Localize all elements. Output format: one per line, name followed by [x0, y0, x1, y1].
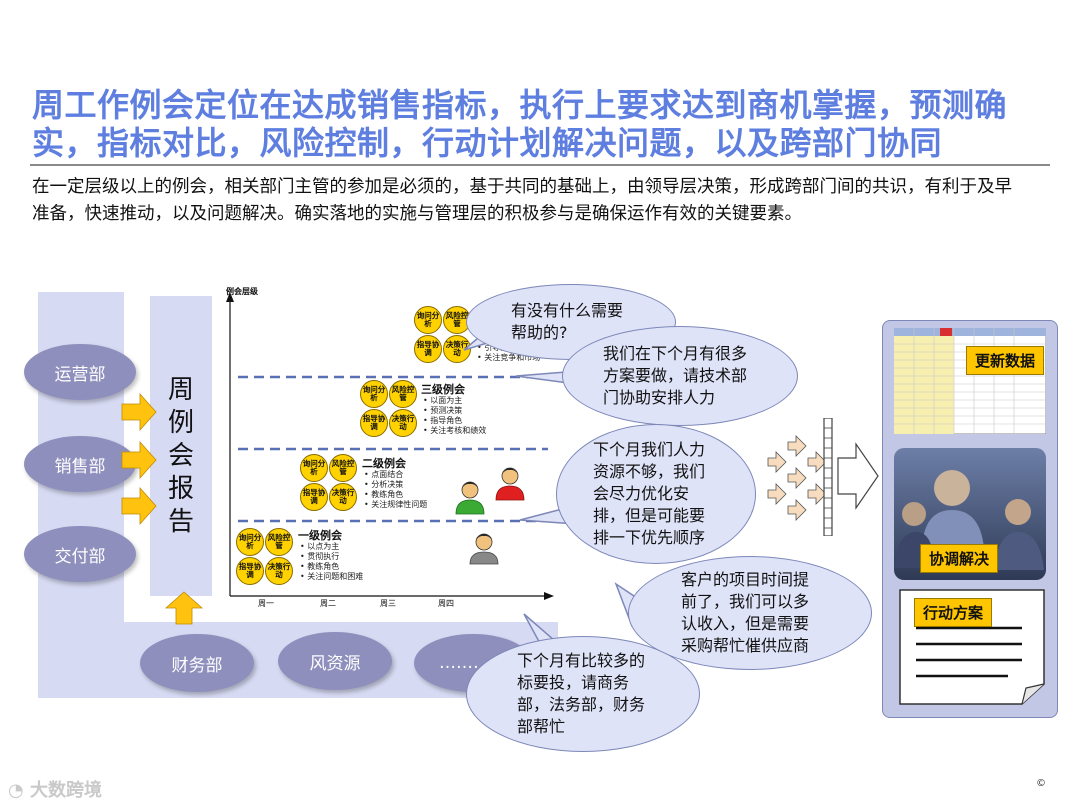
department-finance[interactable]: 财务部	[140, 634, 254, 692]
petal-decision-action: 决策行动	[389, 409, 417, 437]
right-arrow-icon	[122, 488, 156, 524]
title-divider	[30, 164, 1050, 166]
weekly-report-char: 例	[168, 407, 194, 440]
chart-y-label: 例会层级	[226, 287, 258, 297]
petal-guide-coordinate: 指导协调	[300, 483, 328, 511]
small-arrow-icon	[808, 452, 826, 472]
week-label: 周三	[380, 599, 396, 609]
update-data-label: 更新数据	[966, 346, 1044, 375]
small-arrow-icon	[788, 468, 806, 488]
action-plan-label: 行动方案	[914, 598, 992, 627]
page-title: 周工作例会定位在达成销售指标，执行上要求达到商机掌握，预测确实，指标对比，风险控…	[32, 86, 1052, 162]
copyright-mark: ©	[1036, 778, 1046, 789]
level1-title: 一级例会	[298, 527, 342, 543]
petal-inquiry-analysis: 询问分析	[360, 380, 388, 408]
weekly-report-char: 告	[168, 506, 194, 539]
week-label: 周二	[320, 599, 336, 609]
watermark-text: 大数跨境	[30, 780, 102, 801]
level1-bullet: • 贯彻执行	[300, 552, 339, 562]
small-arrow-icon	[768, 452, 786, 472]
petal-inquiry-analysis: 询问分析	[300, 454, 328, 482]
level1-bullet: • 以点为主	[300, 542, 339, 552]
level2-flower: 询问分析 风险控管 指导协调 决策行动	[300, 454, 360, 512]
petal-guide-coordinate: 指导协调	[236, 557, 264, 585]
right-arrow-icon	[122, 442, 156, 478]
small-arrow-icon	[808, 484, 826, 504]
weekly-report-char: 报	[168, 473, 194, 506]
petal-risk-control: 风险控管	[389, 380, 417, 408]
week-label: 周一	[258, 599, 274, 609]
small-arrow-icon	[788, 500, 806, 520]
department-wind-resource[interactable]: 风资源	[278, 632, 392, 690]
petal-risk-control: 风险控管	[329, 454, 357, 482]
level2-title: 二级例会	[362, 455, 406, 471]
intro-paragraph: 在一定层级以上的例会，相关部门主管的参加是必须的，基于共同的基础上，由领导层决策…	[32, 174, 1012, 228]
up-arrow-icon	[164, 590, 204, 626]
right-arrow-icon	[122, 394, 156, 430]
weekly-report-char: 周	[168, 374, 194, 407]
level1-bullet: • 教练角色	[300, 562, 339, 572]
small-arrow-icon	[768, 484, 786, 504]
petal-inquiry-analysis: 询问分析	[236, 528, 264, 556]
big-arrow-icon	[838, 444, 878, 508]
level2-bullet: • 关注规律性问题	[364, 500, 427, 510]
speech-bubble-bidding: 下个月有比较多的标要投，请商务部，法务部，财务部帮忙	[466, 636, 700, 752]
watermark: ◔ 大数跨境	[8, 776, 102, 802]
petal-decision-action: 决策行动	[265, 557, 293, 585]
level1-bullet: • 关注问题和困难	[300, 572, 363, 582]
petal-decision-action: 决策行动	[329, 483, 357, 511]
level2-bullet: • 点面结合	[364, 470, 403, 480]
flow-arrows	[764, 418, 880, 536]
speech-bubble-tech-support: 我们在下个月有很多方案要做，请技术部门协助安排人力	[562, 326, 798, 426]
level2-bullet: • 教练角色	[364, 490, 403, 500]
watermark-logo-icon: ◔	[8, 780, 24, 801]
petal-guide-coordinate: 指导协调	[360, 409, 388, 437]
level2-bullet: • 分析决策	[364, 480, 403, 490]
speech-bubble-resources: 下个月我们人力资源不够，我们会尽力优化安排，但是可能要排一下优先顺序	[556, 424, 756, 564]
coordinate-resolve-label: 协调解决	[920, 544, 998, 573]
weekly-report-char: 会	[168, 440, 194, 473]
spreadsheet-thumbnail	[894, 328, 1046, 434]
petal-risk-control: 风险控管	[265, 528, 293, 556]
level1-flower: 询问分析 风险控管 指导协调 决策行动	[236, 528, 296, 586]
level3-flower: 询问分析 风险控管 指导协调 决策行动	[360, 380, 420, 438]
arrow-group-right	[120, 390, 160, 540]
small-arrow-icon	[788, 436, 806, 456]
